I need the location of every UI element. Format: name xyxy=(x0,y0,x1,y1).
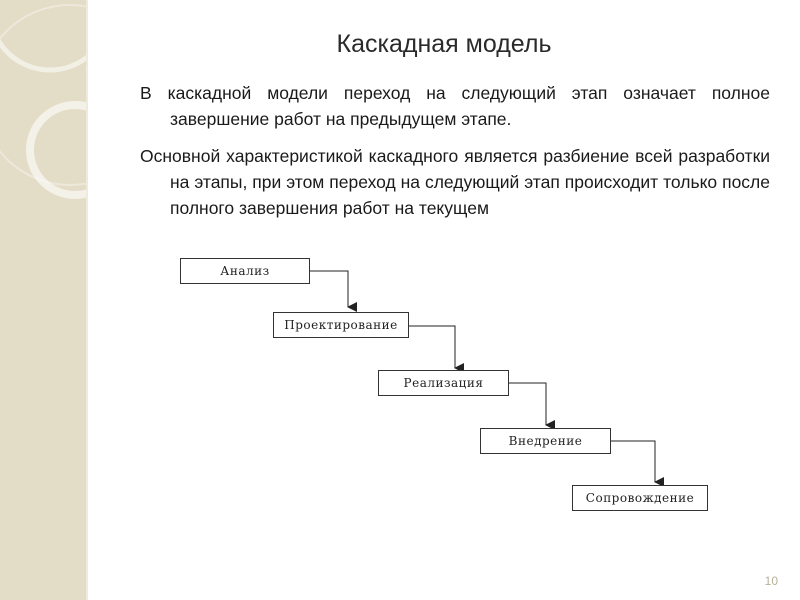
paragraph-2-text: Основной характеристикой каскадного явля… xyxy=(140,146,770,218)
stage-implementation: Реализация xyxy=(378,370,509,396)
stage-support: Сопровождение xyxy=(572,485,708,511)
connector-implementation-deployment xyxy=(507,382,555,430)
decorative-circles xyxy=(0,4,86,199)
paragraph-1-text: В каскадной модели переход на следующий … xyxy=(140,83,770,129)
paragraph-2: Основной характеристикой каскадного явля… xyxy=(140,143,770,221)
stage-analysis: Анализ xyxy=(180,258,310,284)
paragraph-1: В каскадной модели переход на следующий … xyxy=(140,80,770,132)
page-number: 10 xyxy=(764,574,778,588)
connector-analysis-design xyxy=(308,270,357,312)
connector-deployment-support xyxy=(609,440,664,487)
connector-design-implementation xyxy=(407,325,464,373)
strip-edge xyxy=(86,0,88,600)
stage-design: Проектирование xyxy=(273,312,409,338)
slide-title: Каскадная модель xyxy=(336,30,552,58)
stage-deployment: Внедрение xyxy=(480,428,611,454)
decorative-side-strip xyxy=(0,0,86,600)
